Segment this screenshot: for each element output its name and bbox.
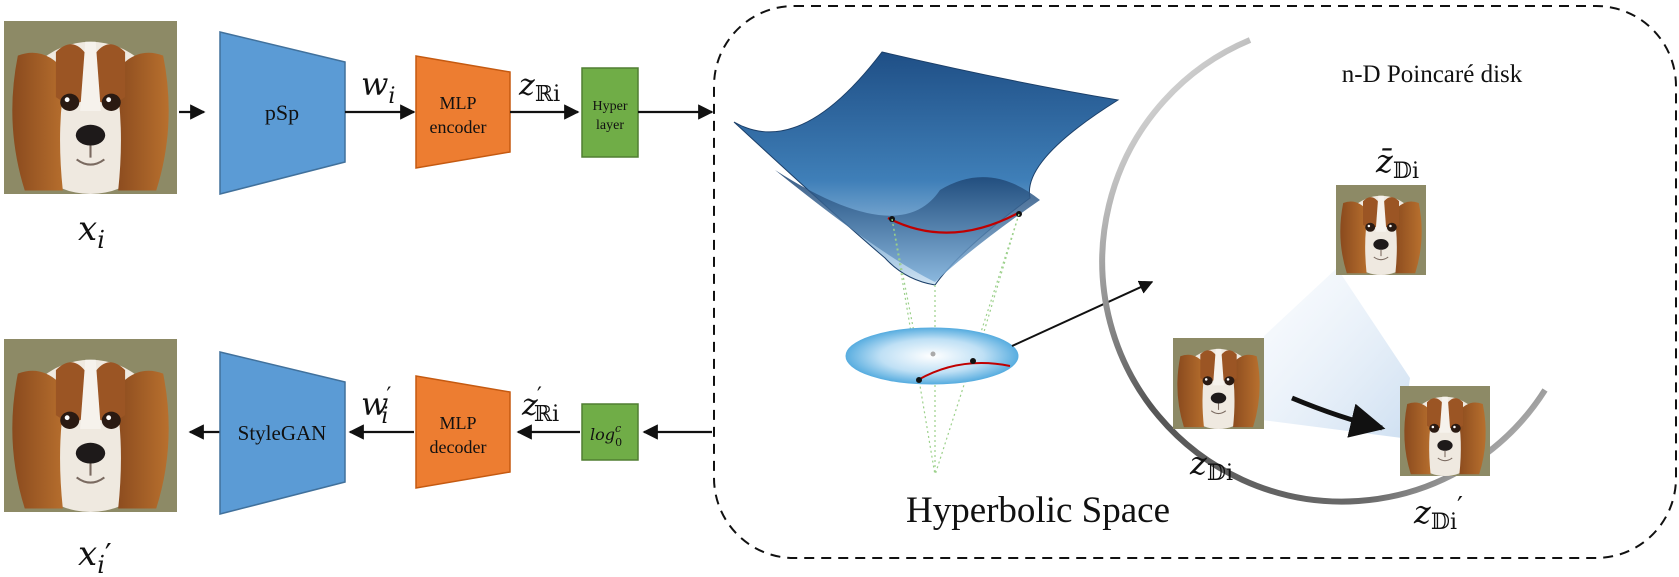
output-image — [2, 337, 179, 514]
geodesic-curve-surface — [887, 211, 1021, 234]
z-bar-label: z̄𝔻i — [1375, 142, 1419, 184]
mlp-decoder-block: MLP decoder — [415, 375, 511, 489]
input-image — [2, 19, 179, 196]
poincare-disk-boundary — [1099, 37, 1548, 505]
stylegan-label: StyleGAN — [238, 421, 327, 445]
mlp-decoder-label-1: MLP — [439, 413, 476, 433]
z-disk-prime-image — [1399, 385, 1491, 477]
stylegan-block: StyleGAN — [219, 351, 346, 515]
z-disk-image — [1172, 337, 1265, 430]
psp-label: pSp — [265, 100, 299, 125]
z-real-prime-label: z′ℝi — [521, 384, 559, 427]
mlp-encoder-label-1: MLP — [439, 93, 476, 113]
z-disk-label: z𝔻i — [1189, 444, 1233, 486]
mlp-encoder-block: MLP encoder — [415, 55, 511, 169]
hyperbolic-panel — [713, 5, 1677, 559]
hyperboloid-surface — [733, 51, 1120, 286]
output-label: xi′ — [78, 534, 112, 577]
arrow-disk-zoom — [1011, 280, 1154, 347]
z-real-label: zℝi — [518, 68, 560, 107]
mlp-decoder-label-2: decoder — [430, 437, 487, 457]
poincare-disk-title: n-D Poincaré disk — [1342, 61, 1523, 88]
poincare-disk-small — [845, 327, 1019, 385]
hyperbolic-space-title: Hyperbolic Space — [906, 490, 1170, 531]
interpolation-region — [1262, 268, 1410, 438]
mlp-encoder-label-2: encoder — [430, 117, 487, 137]
hyper-layer-label-2: layer — [596, 118, 624, 133]
interpolation-arrow — [1291, 395, 1386, 438]
psp-block: pSp — [219, 31, 346, 195]
w-latent-label: wi — [361, 65, 395, 109]
w-prime-label: w′i — [361, 384, 391, 429]
hyper-layer-block: Hyper layer — [581, 67, 639, 158]
hyper-layer-label-1: Hyper — [593, 99, 628, 114]
input-label: xi — [78, 209, 105, 254]
z-bar-image — [1335, 184, 1427, 276]
z-disk-prime-label: z𝔻i′ — [1413, 492, 1463, 535]
